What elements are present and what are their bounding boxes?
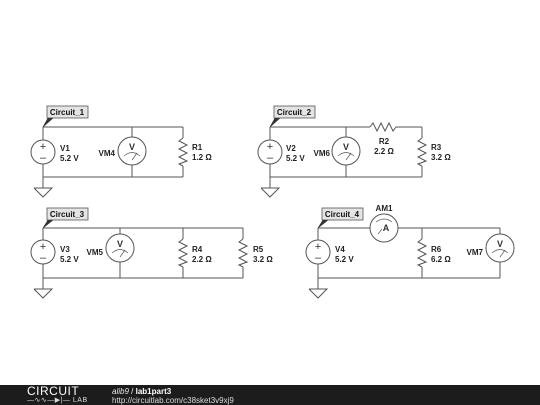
voltmeter-vm6[interactable]: V VM6 [314,136,361,166]
source-name: V4 [335,245,345,254]
circuit-3 [42,227,244,289]
flag-circuit-1[interactable]: Circuit_1 [42,105,89,128]
source-value: 5.2 V [286,154,305,163]
minus-icon: – [40,252,47,264]
resistor-value: 1.2 Ω [192,153,212,162]
voltmeter-vm7[interactable]: V VM7 [467,233,515,263]
circuit-4 [317,227,501,289]
ammeter-am1[interactable]: A AM1 [369,204,399,243]
voltmeter-vm4[interactable]: V VM4 [99,136,147,166]
resistor-value: 3.2 Ω [253,255,273,264]
circuitlab-logo[interactable]: CIRCUIT —∿∿—▶|— LAB [27,385,107,405]
source-value: 5.2 V [60,154,79,163]
voltmeter-icon: V [117,239,123,249]
voltmeter-icon: V [343,142,349,152]
flag-circuit-4[interactable]: Circuit_4 [317,207,364,229]
voltmeter-name: VM7 [467,248,484,257]
logo-top-text: CIRCUIT [27,384,80,398]
resistor-value: 2.2 Ω [192,255,212,264]
ammeter-icon: A [383,223,390,233]
ground-symbol [308,288,329,299]
resistor-name: R6 [431,245,442,254]
breadcrumb: alib9 / lab1part3 [112,387,171,396]
ammeter-name: AM1 [376,204,393,213]
resistor-icon: —∿∿—▶|— [27,397,71,404]
voltmeter-name: VM4 [99,149,116,158]
breadcrumb-separator: / [131,387,134,396]
flag-label: Circuit_2 [277,108,312,117]
ground-symbol [260,187,281,198]
voltmeter-name: VM5 [87,248,104,257]
voltage-source-v1[interactable]: + – V1 5.2 V [30,139,79,165]
minus-icon: – [267,152,274,164]
plus-icon: + [315,241,321,253]
voltage-source-v4[interactable]: + – V4 5.2 V [305,239,354,265]
resistor-value: 6.2 Ω [431,255,451,264]
schematic-url[interactable]: http://circuitlab.com/c38sket3v9xj9 [112,396,234,405]
voltmeter-name: VM6 [314,149,331,158]
source-name: V3 [60,245,70,254]
footer-bar: CIRCUIT —∿∿—▶|— LAB alib9 / lab1part3 ht… [0,385,540,405]
resistor-name: R4 [192,245,203,254]
circuit-2 [269,126,423,188]
resistor-name: R5 [253,245,264,254]
minus-icon: – [40,152,47,164]
plus-icon: + [40,241,46,253]
resistor-value: 2.2 Ω [374,147,394,156]
voltage-source-v2[interactable]: + – V2 5.2 V [257,139,305,165]
source-name: V2 [286,144,296,153]
flag-label: Circuit_4 [325,210,360,219]
resistor-name: R1 [192,143,203,152]
resistor-r1[interactable]: R1 1.2 Ω [177,137,212,167]
ground-symbol [33,288,54,299]
resistor-r6[interactable]: R6 6.2 Ω [416,238,451,268]
voltmeter-vm5[interactable]: V VM5 [87,233,135,263]
resistor-name: R2 [379,137,390,146]
voltage-source-v3[interactable]: + – V3 5.2 V [30,239,79,265]
source-value: 5.2 V [60,255,79,264]
minus-icon: – [315,252,322,264]
source-name: V1 [60,144,70,153]
schematic-title: lab1part3 [135,387,172,396]
plus-icon: + [40,141,46,153]
author-link[interactable]: alib9 [112,387,129,396]
source-value: 5.2 V [335,255,354,264]
voltmeter-icon: V [129,142,135,152]
resistor-name: R3 [431,143,442,152]
plus-icon: + [267,141,273,153]
resistor-value: 3.2 Ω [431,153,451,162]
logo-bottom-text: —∿∿—▶|— LAB [27,397,88,404]
circuit-1 [42,126,184,188]
resistor-r4[interactable]: R4 2.2 Ω [177,238,212,268]
voltmeter-icon: V [497,239,503,249]
resistor-r2[interactable]: R2 2.2 Ω [369,121,398,156]
ground-symbol [33,187,54,198]
flag-circuit-2[interactable]: Circuit_2 [269,105,316,128]
flag-circuit-3[interactable]: Circuit_3 [42,207,89,229]
flag-label: Circuit_1 [50,108,85,117]
resistor-r5[interactable]: R5 3.2 Ω [237,238,273,268]
resistor-r3[interactable]: R3 3.2 Ω [416,137,451,167]
flag-label: Circuit_3 [50,210,85,219]
